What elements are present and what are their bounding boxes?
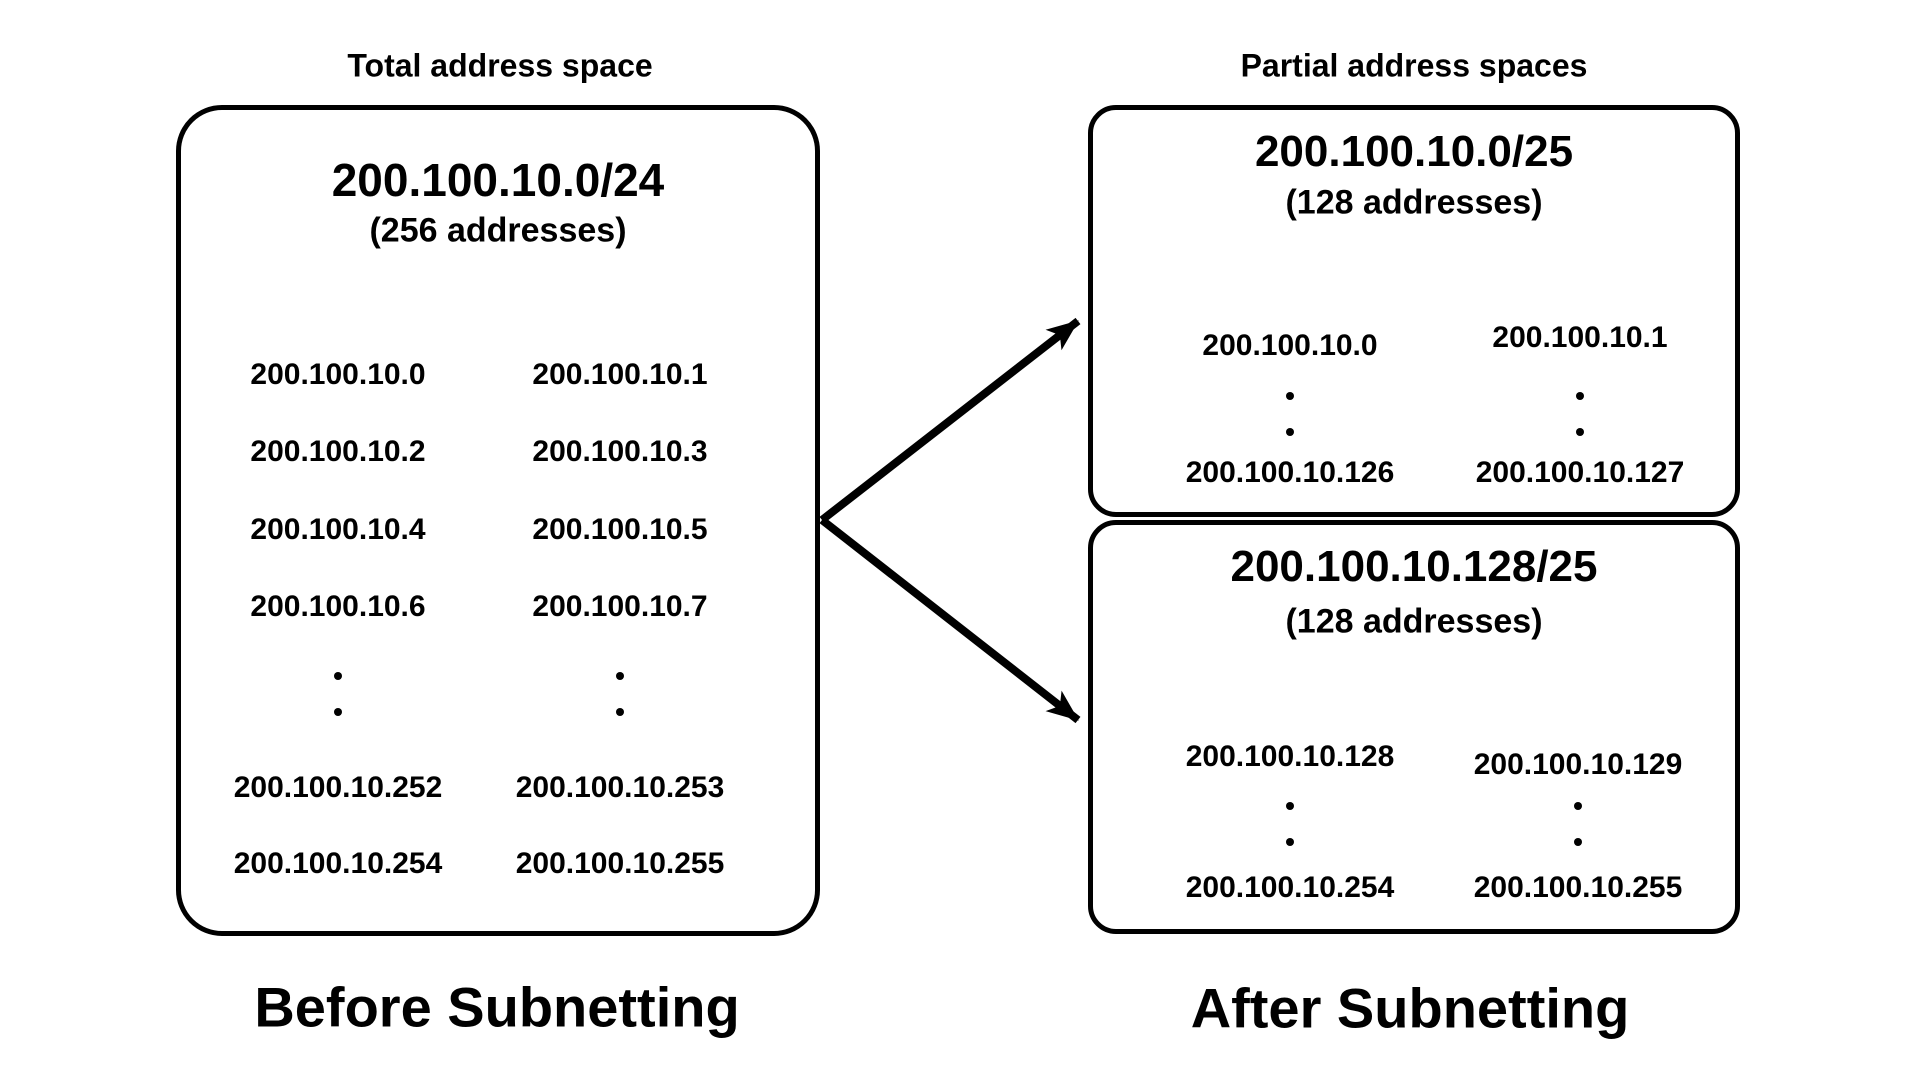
subnet-2-address-count: (128 addresses) [1285,602,1543,641]
arrow-to-subnet-1-icon [819,317,1081,524]
address-cell: 200.100.10.0 [1202,329,1378,362]
subnet-2-cidr: 200.100.10.128/25 [1230,542,1598,591]
total-address-space-title: Total address space [347,47,653,84]
address-cell: 200.100.10.126 [1185,456,1395,489]
address-cell: 200.100.10.3 [532,435,708,468]
address-cell: 200.100.10.129 [1473,748,1683,781]
ellipsis-dot [1286,428,1294,436]
subnet-2-box [1088,520,1740,934]
address-cell: 200.100.10.4 [250,513,426,546]
address-cell: 200.100.10.6 [250,590,426,623]
address-cell: 200.100.10.255 [1473,871,1683,904]
address-count-before: (256 addresses) [369,211,627,250]
address-cell: 200.100.10.7 [532,590,708,623]
address-cell: 200.100.10.254 [233,847,443,880]
ellipsis-dot [1574,838,1582,846]
after-subnetting-caption: After Subnetting [1190,976,1630,1040]
subnet-1-box [1088,105,1740,517]
partial-address-spaces-title: Partial address spaces [1240,47,1588,84]
address-cell: 200.100.10.1 [532,358,708,391]
ellipsis-dot [1574,802,1582,810]
address-cell: 200.100.10.128 [1185,740,1395,773]
ellipsis-dot [616,672,624,680]
address-cell: 200.100.10.254 [1185,871,1395,904]
subnet-1-address-count: (128 addresses) [1285,183,1543,222]
address-cell: 200.100.10.0 [250,358,426,391]
total-address-space-box [176,105,820,936]
before-subnetting-caption: Before Subnetting [254,975,740,1039]
address-cell: 200.100.10.253 [515,771,725,804]
ellipsis-dot [1576,392,1584,400]
ellipsis-dot [1576,428,1584,436]
subnet-1-cidr: 200.100.10.0/25 [1254,127,1574,176]
address-cell: 200.100.10.5 [532,513,708,546]
arrow-to-subnet-2-icon [819,516,1081,724]
address-cell: 200.100.10.127 [1475,456,1685,489]
address-cell: 200.100.10.2 [250,435,426,468]
address-cell: 200.100.10.255 [515,847,725,880]
network-cidr-before: 200.100.10.0/24 [331,154,665,206]
ellipsis-dot [616,708,624,716]
address-cell: 200.100.10.1 [1492,321,1668,354]
ellipsis-dot [334,708,342,716]
ellipsis-dot [1286,392,1294,400]
ellipsis-dot [1286,838,1294,846]
address-cell: 200.100.10.252 [233,771,443,804]
ellipsis-dot [1286,802,1294,810]
ellipsis-dot [334,672,342,680]
